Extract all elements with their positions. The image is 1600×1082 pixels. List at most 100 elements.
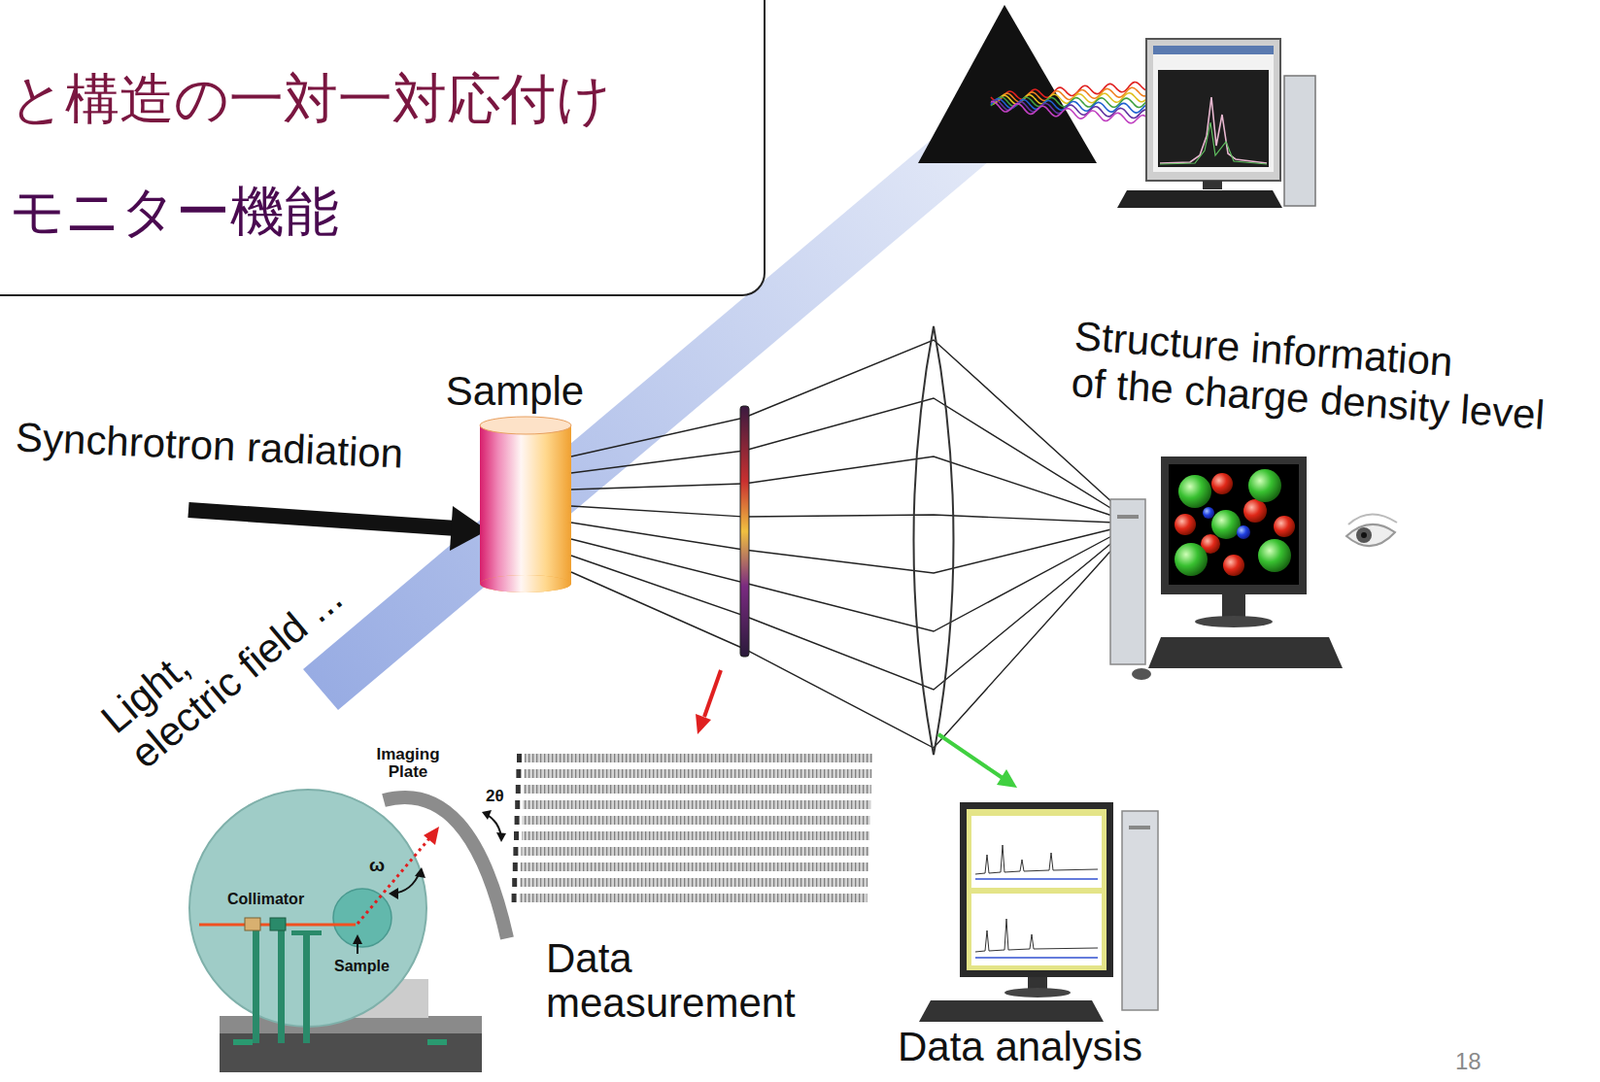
wrap-spacer (211, 519, 323, 615)
spectrum-monitor (1153, 45, 1274, 172)
analysis-computer: Data analysis (891, 796, 1169, 1079)
diffraction-strip (521, 831, 870, 841)
beam-arrow (188, 510, 457, 529)
analysis-arrow (996, 769, 1018, 788)
diffractometer (291, 930, 322, 936)
diffractometer (233, 1039, 253, 1046)
callout-text: モニター機能 (9, 178, 764, 244)
eye-icon (1346, 524, 1396, 546)
sample-cylinder (479, 425, 572, 584)
angle-label: 2θ (485, 786, 519, 806)
atom-sphere (1223, 554, 1245, 577)
structure-monitor (1110, 456, 1343, 681)
spectrum-monitor (1202, 180, 1223, 190)
atom-sphere (1258, 539, 1292, 573)
strip-marker (511, 878, 517, 887)
diffractometer (189, 789, 508, 1073)
strip-marker (515, 769, 521, 779)
strip-marker (513, 831, 519, 841)
analysis-monitor (971, 893, 1102, 966)
strip-marker (511, 893, 517, 903)
diffraction-strips (511, 753, 873, 903)
spectrum-monitor (1159, 97, 1267, 164)
sample-cylinder (479, 575, 572, 593)
structure-monitor (1117, 514, 1139, 519)
beam-arrow (188, 506, 488, 551)
diffraction-strip (523, 784, 872, 794)
diffractometer (252, 924, 260, 1044)
analysis-monitor (959, 802, 1114, 978)
diffraction-strip (520, 847, 869, 856)
atom-sphere (1211, 510, 1241, 540)
analysis-monitor (966, 809, 1107, 971)
caption-text: Data analysis (897, 1025, 1160, 1069)
strip-marker (512, 847, 518, 856)
diffraction-strip (523, 769, 872, 779)
analysis-monitor (971, 816, 1102, 888)
measurement-arrow (695, 714, 712, 735)
spectrum-monitor (1157, 69, 1269, 168)
part-label: Collimator (227, 890, 325, 909)
spectrum-wave (990, 102, 1151, 124)
diffraction-strip (519, 893, 868, 903)
sample-cylinder (479, 416, 572, 593)
spectrum-waves (990, 82, 1151, 124)
eye-icon (1348, 513, 1397, 525)
page-number: 18 (1455, 1049, 1504, 1076)
part-label: Imaging Plate (369, 746, 447, 782)
wrap-spacer (1472, 340, 1561, 357)
beam-ray (571, 534, 1116, 632)
atom-sphere (1178, 475, 1212, 509)
diffractometer (303, 932, 310, 1044)
diffractometer (423, 826, 440, 846)
structure-monitor (1194, 615, 1273, 628)
diffractometer (383, 797, 508, 939)
structure-monitor (1131, 668, 1152, 681)
data-strips-node: Data measurement (512, 746, 881, 1050)
angle-label: ω (369, 854, 389, 876)
diffraction-strip (519, 878, 868, 887)
measurement-arrow (704, 670, 721, 717)
analysis-monitor (975, 878, 1098, 881)
diffractometer (388, 887, 399, 900)
beam-rays (571, 340, 1116, 749)
spectrum-monitor (1117, 38, 1316, 208)
eye-icon (1346, 513, 1397, 546)
analysis-monitor (1128, 825, 1151, 830)
structure-monitor (1148, 637, 1343, 669)
beam-ray (571, 398, 1116, 511)
analysis-arrow (938, 734, 1003, 779)
structure-monitor (1160, 456, 1307, 595)
atom-sphere (1236, 525, 1251, 540)
strip-marker (515, 784, 521, 794)
diffractometer (496, 832, 507, 843)
diffractometer (352, 934, 363, 945)
atom-sphere (1174, 543, 1208, 577)
analysis-monitor (975, 845, 1098, 875)
strip-marker (514, 816, 520, 825)
atom-sphere (1248, 469, 1282, 503)
structure-display: Structure information of the charge dens… (1068, 312, 1594, 678)
beam-ray (571, 545, 1116, 749)
analysis-monitor (1004, 987, 1071, 998)
structure-monitor (1222, 594, 1246, 618)
diffractometer (414, 867, 426, 879)
spectrum-monitor (1153, 45, 1274, 55)
spectrum-monitor (1284, 75, 1316, 206)
lens (914, 326, 954, 755)
sample-node: Sample (435, 369, 624, 595)
diffractometer (277, 924, 285, 1044)
detector-plate (740, 406, 749, 657)
strip-marker (516, 753, 522, 763)
diffraction-strip (522, 816, 871, 825)
diffractometer (244, 918, 261, 931)
atom-sphere (1243, 499, 1267, 523)
beam-label: Synchrotron radiation (14, 413, 454, 479)
spectrum-monitor (1117, 190, 1283, 208)
analysis-monitor (919, 1000, 1104, 1022)
spectrum-monitor (1146, 38, 1281, 181)
sample-cylinder (479, 416, 572, 435)
diffraction-strip (522, 800, 871, 810)
analysis-monitor (975, 919, 1098, 953)
